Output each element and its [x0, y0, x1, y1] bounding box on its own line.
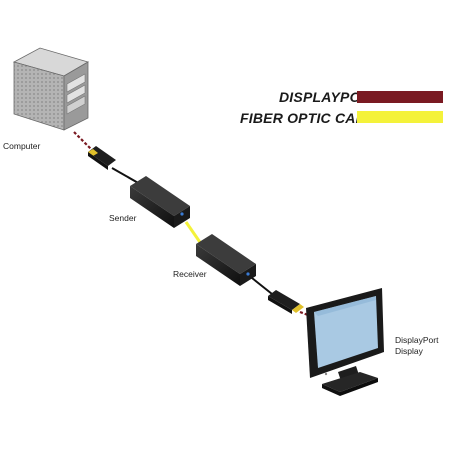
legend-swatch-displayport: [357, 91, 443, 103]
legend-swatch-fiber: [357, 111, 443, 123]
displayport-cable-link: [73, 131, 94, 152]
label-display-line1: DisplayPort: [395, 335, 439, 345]
sender-device-icon: [130, 176, 190, 228]
label-display-line2: Display: [395, 346, 423, 356]
displayport-adapter-icon-2: [268, 290, 304, 314]
receiver-device-icon: [196, 234, 256, 286]
displayport-adapter-icon: [88, 146, 116, 170]
label-computer: Computer: [3, 141, 41, 151]
label-receiver: Receiver: [173, 269, 207, 279]
legend-label-displayport: DISPLAYPORT: [279, 89, 380, 105]
label-sender: Sender: [109, 213, 137, 223]
displayport-cable-link-2: [299, 310, 317, 320]
display-monitor-icon: [306, 288, 384, 396]
legend-label-fiber: FIBER OPTIC CABLE: [240, 110, 385, 126]
data-cable: [111, 167, 141, 185]
computer-tower-icon: [12, 47, 90, 131]
data-cable-2: [251, 277, 273, 295]
